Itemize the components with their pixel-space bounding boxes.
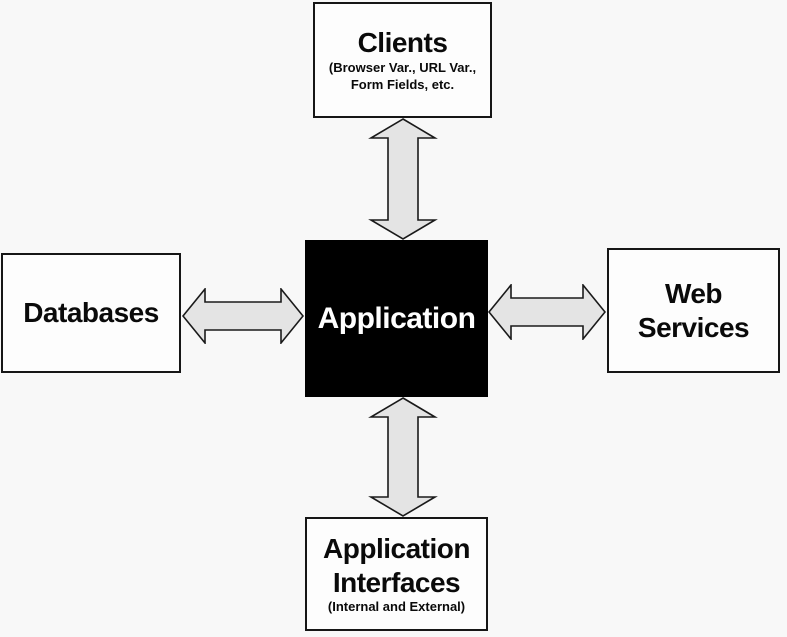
web-services-node: Web Services	[607, 248, 780, 373]
application-interfaces-node: Application Interfaces (Internal and Ext…	[305, 517, 488, 631]
application-title: Application	[317, 301, 476, 335]
arrow-application-webservices-icon	[488, 284, 606, 340]
clients-subtitle-line1: (Browser Var., URL Var.,	[328, 59, 477, 75]
databases-title: Databases	[23, 297, 159, 329]
arrow-application-interfaces-icon	[368, 397, 438, 517]
web-services-title-line2: Services	[637, 311, 750, 343]
application-interfaces-subtitle: (Internal and External)	[327, 599, 466, 615]
clients-node: Clients (Browser Var., URL Var., Form Fi…	[313, 2, 492, 118]
databases-node: Databases	[1, 253, 181, 373]
application-interfaces-title-line1: Application	[323, 532, 470, 564]
clients-title: Clients	[357, 27, 448, 59]
arrow-application-databases-icon	[182, 288, 304, 344]
web-services-title-line1: Web	[664, 277, 723, 309]
clients-subtitle-line2: Form Fields, etc.	[350, 76, 455, 92]
application-node: Application	[305, 240, 488, 397]
arrow-application-clients-icon	[368, 118, 438, 240]
application-interfaces-title-line2: Interfaces	[332, 566, 461, 598]
